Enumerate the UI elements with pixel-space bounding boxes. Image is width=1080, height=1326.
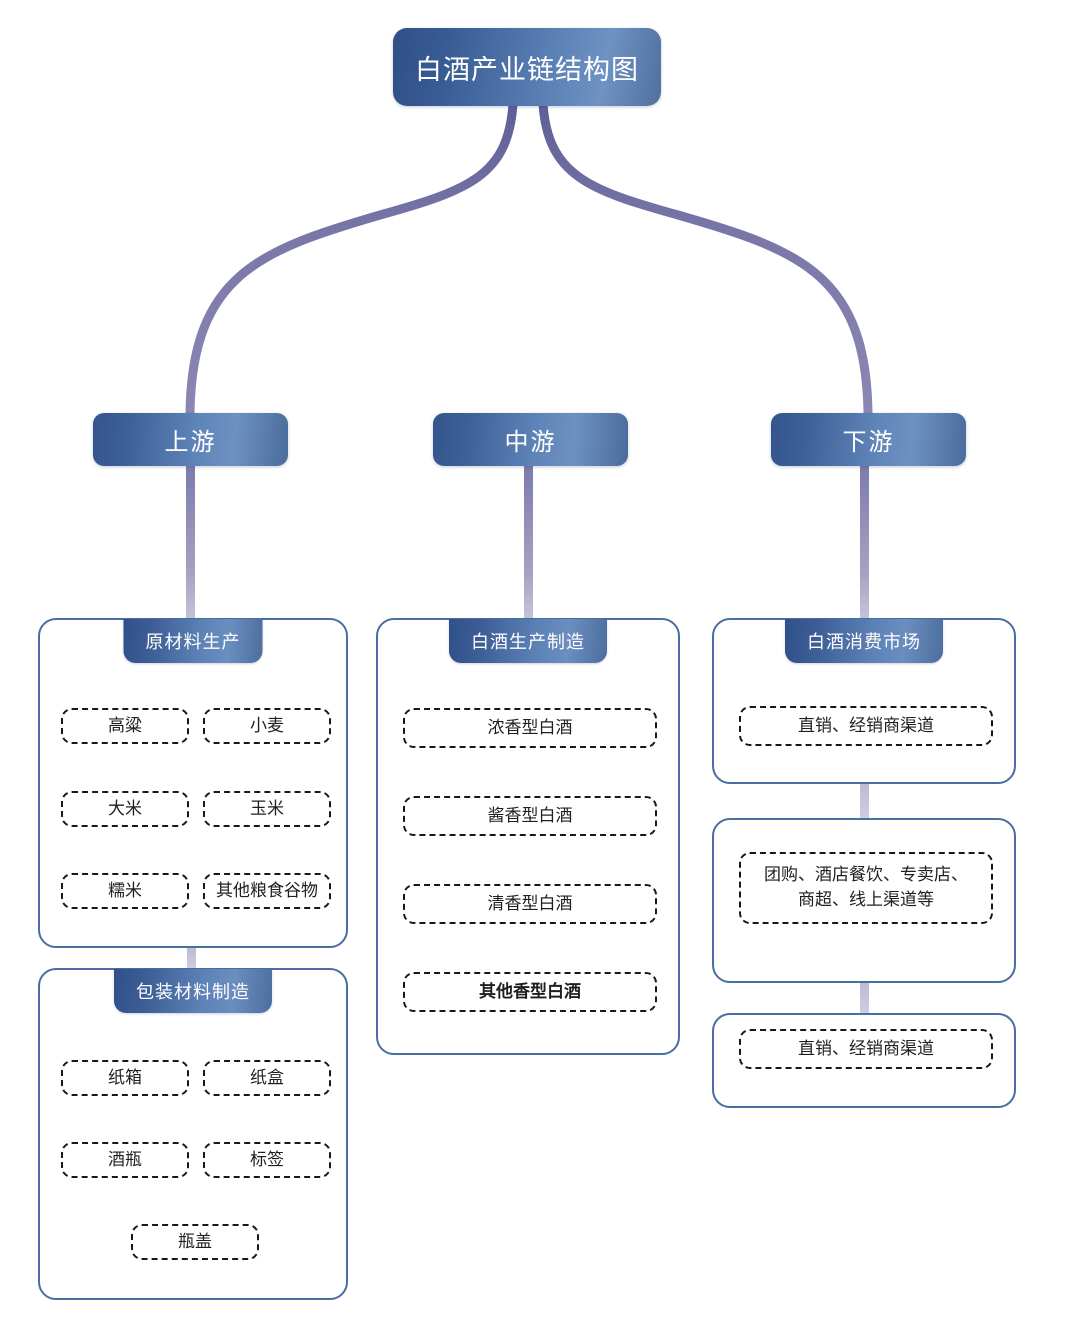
connector-title-to-downstream <box>538 99 873 418</box>
item-mkt-sales-0[interactable]: 直销、经销商渠道 <box>739 1029 993 1069</box>
item-mkt-channels-0[interactable]: 团购、酒店餐饮、专卖店、 商超、线上渠道等 <box>739 852 993 924</box>
connector-market2-to-market3 <box>860 980 869 1016</box>
diagram-title-label: 白酒产业链结构图 <box>415 54 639 85</box>
item-pack-1[interactable]: 纸盒 <box>203 1060 331 1096</box>
item-prod-0[interactable]: 浓香型白酒 <box>403 708 657 748</box>
diagram-title: 白酒产业链结构图 <box>393 28 661 106</box>
item-prod-2[interactable]: 清香型白酒 <box>403 884 657 924</box>
connector-market1-to-market2 <box>860 781 869 821</box>
group-market-main: 白酒消费市场 直销、经销商渠道 <box>712 618 1016 784</box>
group-header-packaging-label: 包装材料制造 <box>136 982 250 1002</box>
group-header-packaging: 包装材料制造 <box>114 969 272 1013</box>
tier-upstream-label: 上游 <box>164 429 217 456</box>
connector-downstream-stem <box>860 462 869 622</box>
item-raw-3[interactable]: 玉米 <box>203 791 331 827</box>
group-market-sales: 直销、经销商渠道 <box>712 1013 1016 1108</box>
item-prod-1[interactable]: 酱香型白酒 <box>403 796 657 836</box>
item-raw-5[interactable]: 其他粮食谷物 <box>203 873 331 909</box>
item-raw-0[interactable]: 高粱 <box>61 708 189 744</box>
tier-midstream-label: 中游 <box>504 429 557 456</box>
item-pack-2[interactable]: 酒瓶 <box>61 1142 189 1178</box>
group-header-raw-material-label: 原材料生产 <box>145 632 241 652</box>
connector-upstream-stem <box>186 462 195 622</box>
item-pack-0[interactable]: 纸箱 <box>61 1060 189 1096</box>
tier-downstream[interactable]: 下游 <box>771 413 966 466</box>
item-raw-4[interactable]: 糯米 <box>61 873 189 909</box>
item-pack-4[interactable]: 瓶盖 <box>131 1224 259 1260</box>
item-raw-1[interactable]: 小麦 <box>203 708 331 744</box>
tier-midstream[interactable]: 中游 <box>433 413 628 466</box>
group-packaging: 包装材料制造 纸箱 纸盒 酒瓶 标签 瓶盖 <box>38 968 348 1300</box>
group-raw-material: 原材料生产 高粱 小麦 大米 玉米 糯米 其他粮食谷物 <box>38 618 348 948</box>
tier-downstream-label: 下游 <box>842 429 895 456</box>
connector-midstream-stem <box>524 462 533 622</box>
group-header-market-main-label: 白酒消费市场 <box>807 632 921 652</box>
group-header-raw-material: 原材料生产 <box>123 619 263 663</box>
group-header-production-label: 白酒生产制造 <box>471 632 585 652</box>
group-header-production: 白酒生产制造 <box>449 619 607 663</box>
item-raw-2[interactable]: 大米 <box>61 791 189 827</box>
group-production: 白酒生产制造 浓香型白酒 酱香型白酒 清香型白酒 其他香型白酒 <box>376 618 680 1055</box>
item-prod-3[interactable]: 其他香型白酒 <box>403 972 657 1012</box>
tier-upstream[interactable]: 上游 <box>93 413 288 466</box>
item-pack-3[interactable]: 标签 <box>203 1142 331 1178</box>
item-mkt-main-0[interactable]: 直销、经销商渠道 <box>739 706 993 746</box>
connector-title-to-upstream <box>185 99 518 418</box>
group-market-channels: 团购、酒店餐饮、专卖店、 商超、线上渠道等 <box>712 818 1016 983</box>
group-header-market-main: 白酒消费市场 <box>785 619 943 663</box>
